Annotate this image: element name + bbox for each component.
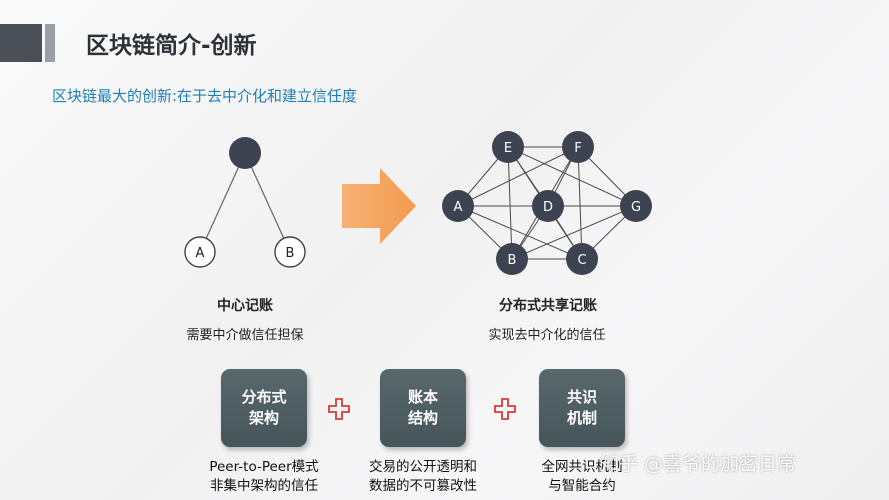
node-e-label: E (504, 141, 512, 156)
node-a-label: A (196, 246, 205, 261)
page-title: 区块链简介-创新 (86, 33, 257, 59)
feature-label-consensus: 共识 机制 (566, 388, 597, 427)
node-b (496, 243, 528, 275)
feature-desc-line: 数据的不可篡改性 (369, 478, 477, 494)
feature-desc-consensus: 全网共识机制 与智能合约 (506, 458, 658, 496)
node-b-label: B (286, 246, 295, 261)
feature-label-architecture: 分布式 架构 (241, 388, 287, 427)
node-d-label: D (543, 200, 553, 215)
distributed-diagram: E F A D G B C (442, 131, 652, 275)
feature-box-architecture: 分布式 架构 (221, 369, 307, 447)
node-a (442, 190, 474, 222)
plus-icon (328, 398, 350, 420)
node-d (532, 190, 564, 222)
edge-center-b (244, 152, 291, 253)
title-accent-bar (0, 24, 42, 62)
feature-desc-ledger: 交易的公开透明和 数据的不可篡改性 (347, 458, 499, 496)
mesh-nodes (442, 131, 652, 275)
edge-center-a (199, 152, 246, 253)
node-e (492, 131, 524, 163)
node-g-label: G (631, 200, 641, 215)
centralized-diagram: A B (184, 137, 306, 268)
feature-desc-line: Peer-to-Peer模式 (209, 459, 319, 475)
feature-desc-line: 与智能合约 (548, 478, 616, 494)
plus-icon (494, 398, 516, 420)
node-a-circle (184, 236, 216, 268)
distributed-caption-sub: 实现去中介化的信任 (488, 328, 606, 343)
feature-desc-line: 全网共识机制 (541, 459, 623, 475)
node-a-label: A (454, 200, 463, 215)
node-g (620, 190, 652, 222)
node-f-label: F (574, 141, 581, 156)
transition-arrow (342, 168, 416, 244)
page-subtitle: 区块链最大的创新:在于去中介化和建立信任度 (52, 87, 358, 105)
center-node (229, 137, 261, 169)
feature-desc-line: 交易的公开透明和 (369, 459, 477, 475)
feature-label-ledger: 账本 结构 (407, 388, 438, 427)
centralized-caption-title: 中心记账 (217, 298, 273, 314)
feature-desc-line: 非集中架构的信任 (210, 478, 318, 494)
title-accent-bar-light (45, 24, 55, 62)
centralized-caption-sub: 需要中介做信任担保 (186, 328, 304, 343)
node-b-label: B (508, 253, 517, 268)
watermark: 知乎 @喜爷的加密日常 (600, 453, 797, 475)
node-f (562, 131, 594, 163)
distributed-caption-title: 分布式共享记账 (499, 298, 597, 314)
node-c-label: C (577, 253, 586, 268)
feature-box-consensus: 共识 机制 (539, 369, 625, 447)
node-b-circle (274, 236, 306, 268)
node-c (566, 243, 598, 275)
feature-desc-architecture: Peer-to-Peer模式 非集中架构的信任 (188, 458, 340, 496)
feature-box-ledger: 账本 结构 (380, 369, 466, 447)
